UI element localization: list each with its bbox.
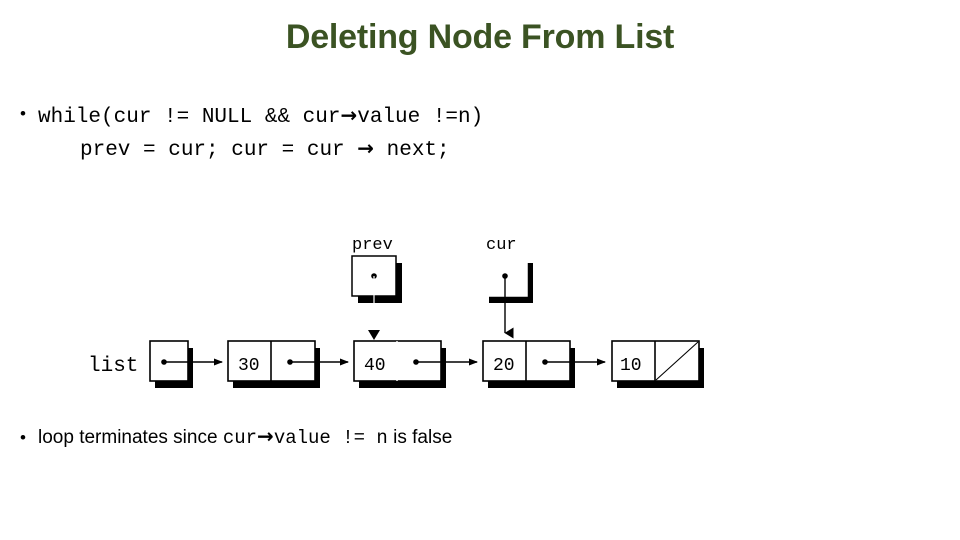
code-line-1-before-arrow: while(cur != NULL && cur xyxy=(38,106,341,129)
conclusion-suffix: is false xyxy=(387,427,453,448)
code-line-2-before-arrow: prev = cur; cur = cur xyxy=(80,139,358,162)
node-value: 10 xyxy=(620,356,642,376)
right-arrow-icon: → xyxy=(357,136,375,160)
code-line-1: • while(cur != NULL && cur→value !=n) xyxy=(20,100,900,133)
prev-arrowhead-icon xyxy=(368,330,380,340)
list-node: 40 xyxy=(353,340,478,388)
conclusion-code-before-arrow: cur xyxy=(222,427,258,449)
node-value: 20 xyxy=(493,356,515,376)
list-head-pointer-box xyxy=(149,340,223,388)
page-title: Deleting Node From List xyxy=(285,18,675,56)
node-value: 40 xyxy=(364,356,386,376)
right-arrow-icon: → xyxy=(257,424,274,448)
list-label: list xyxy=(88,355,138,378)
conclusion-bullet-block: • loop terminates since cur → value != n… xyxy=(20,424,920,452)
conclusion-prefix: loop terminates since xyxy=(38,427,223,448)
list-node: 30 xyxy=(227,340,349,388)
code-line-1-after-arrow: value !=n) xyxy=(357,106,484,129)
code-line-2-after-arrow: next; xyxy=(374,139,450,162)
bullet-marker-icon: • xyxy=(20,428,26,447)
bullet-marker-icon: • xyxy=(20,104,26,123)
code-line-2-text: prev = cur; cur = cur → next; xyxy=(80,133,450,166)
prev-pointer-box: prev xyxy=(351,236,402,340)
code-bullet-block: • while(cur != NULL && cur→value !=n) pr… xyxy=(20,100,900,166)
node-value: 30 xyxy=(238,356,260,376)
cur-label: cur xyxy=(486,236,517,255)
right-arrow-icon: → xyxy=(340,103,358,127)
code-line-1-text: while(cur != NULL && cur→value !=n) xyxy=(38,100,483,133)
list-node: 10 xyxy=(611,340,704,388)
null-slash-icon xyxy=(655,341,699,381)
conclusion-code-after-arrow: value != n xyxy=(273,427,388,449)
cur-pointer-box: cur xyxy=(482,236,533,339)
code-line-2: prev = cur; cur = cur → next; xyxy=(20,133,900,166)
list-node: 20 xyxy=(482,340,606,388)
prev-label: prev xyxy=(352,236,393,255)
